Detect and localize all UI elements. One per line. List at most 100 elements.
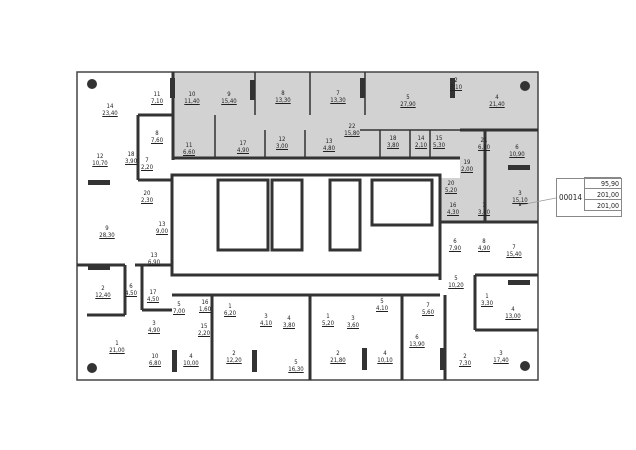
room-area: 15,40 <box>506 251 522 258</box>
room-number: 2 <box>454 77 458 84</box>
room-area: 10,00 <box>183 360 199 367</box>
unit-legend[interactable]: 00014 95,90 201,00 201,00 <box>556 177 622 217</box>
room-number: 11 <box>153 91 161 98</box>
room-number: 11 <box>185 142 193 149</box>
room-area: 12,20 <box>226 357 242 364</box>
room-number: 8 <box>155 130 159 137</box>
room-area: 10,70 <box>92 160 108 167</box>
room-number: 4 <box>189 353 193 360</box>
room-area: 4,90 <box>477 245 491 252</box>
room-number: 9 <box>227 91 231 98</box>
room-number: 16 <box>201 299 209 306</box>
room-number: 4 <box>287 315 291 322</box>
room-area: 13,90 <box>409 341 425 348</box>
room-number: 4 <box>511 306 515 313</box>
room-area: 3,90 <box>124 158 138 165</box>
room-area: 5,60 <box>421 309 435 316</box>
room-area: 4,10 <box>375 305 389 312</box>
room-area: 3,00 <box>275 143 289 150</box>
room-number: 22 <box>348 123 356 130</box>
room-area: 6,60 <box>182 149 196 156</box>
room-area: 12,40 <box>95 292 111 299</box>
room-area: 5,20 <box>321 320 335 327</box>
room-number: 18 <box>389 135 397 142</box>
room-area: 28,30 <box>99 232 115 239</box>
room-area: 6,20 <box>223 310 237 317</box>
room-area: 4,50 <box>146 296 160 303</box>
room-area: 2,30 <box>140 197 154 204</box>
room-number: 21 <box>480 137 488 144</box>
room-number: 14 <box>417 135 425 142</box>
room-number: 4 <box>495 94 499 101</box>
room-area: 7,00 <box>172 308 186 315</box>
room-area: 21,00 <box>109 347 125 354</box>
room-area: 21,40 <box>489 101 505 108</box>
room-area: 3,10 <box>449 84 463 91</box>
room-number: 1 <box>482 202 486 209</box>
room-number: 10 <box>188 91 196 98</box>
highlighted-unit[interactable] <box>173 72 538 222</box>
room-area: 1,60 <box>198 306 212 313</box>
room-area: 15,80 <box>344 130 360 137</box>
room-number: 8 <box>482 238 486 245</box>
unit-value-total-area-2: 201,00 <box>584 199 621 211</box>
room-area: 21,80 <box>330 357 346 364</box>
room-area: 15,40 <box>221 98 237 105</box>
room-number: 20 <box>447 180 455 187</box>
room-number: 5 <box>177 301 181 308</box>
room-area: 4,90 <box>147 327 161 334</box>
legend-leader-line <box>519 197 557 206</box>
room-area: 11,40 <box>184 98 200 105</box>
room-area: 5,30 <box>432 142 446 149</box>
room-number: 2 <box>232 350 236 357</box>
room-area: 7,10 <box>150 98 164 105</box>
room-area: 27,90 <box>400 101 416 108</box>
room-number: 3 <box>499 350 503 357</box>
room-area: 2,20 <box>140 164 154 171</box>
room-number: 15 <box>200 323 208 330</box>
room-number: 5 <box>406 94 410 101</box>
room-number: 5 <box>454 275 458 282</box>
room-area: 4,30 <box>446 209 460 216</box>
room-area: 4,10 <box>259 320 273 327</box>
room-number: 18 <box>127 151 135 158</box>
room-number: 3 <box>264 313 268 320</box>
room-area: 6,90 <box>147 259 161 266</box>
building-outline <box>76 71 539 381</box>
